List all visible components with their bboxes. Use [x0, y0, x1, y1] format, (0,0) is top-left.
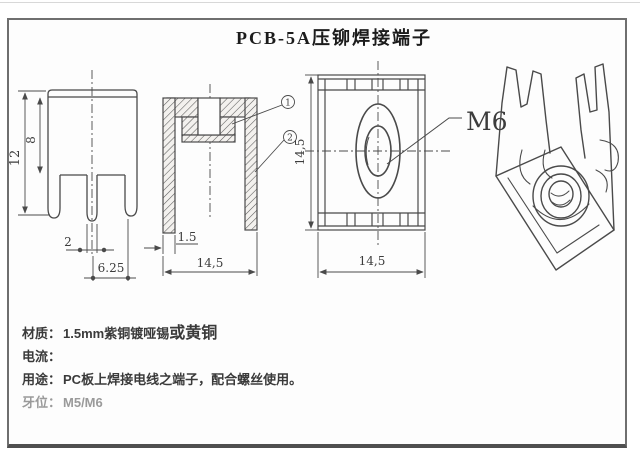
spec-current-row: 电流： [22, 349, 442, 365]
section-thread-hole [197, 97, 221, 136]
spec-text-block: 材质：1.5mm紫铜镀哑锡或黄铜 电流： 用途：PC板上焊接电线之端子，配合螺丝… [22, 326, 442, 418]
front-dim-pin-width [66, 224, 114, 253]
spec-thread-value: M5/M6 [63, 395, 103, 410]
front-left-pin [47, 175, 61, 219]
section-nut-left [181, 116, 199, 136]
spec-usage-row: 用途：PC板上焊接电线之端子，配合螺丝使用。 [22, 372, 442, 388]
spec-material-label: 材质： [22, 326, 62, 341]
callout-1-number: 1 [285, 99, 291, 109]
section-dim-thickness [144, 235, 198, 254]
top-dim-width [317, 232, 426, 278]
perspective-base [495, 146, 615, 271]
top-view-body [317, 74, 426, 231]
page-top-rule [0, 2, 640, 3]
spec-material-value-large: 或黄铜 [169, 325, 218, 342]
spec-material-row: 材质：1.5mm紫铜镀哑锡或黄铜 [22, 326, 442, 342]
front-center-pin [86, 175, 98, 222]
callout-2-number: 2 [287, 134, 293, 144]
perspective-view-drawing [495, 63, 619, 271]
front-dim-pin-pitch-label: 6.25 [98, 261, 125, 275]
section-left-wall [162, 97, 176, 234]
front-view-drawing [18, 70, 138, 281]
perspective-right-prongs [575, 63, 615, 231]
top-view-pin-ticks [346, 79, 409, 226]
front-body-outline [47, 89, 138, 175]
page-title: PCB-5A压铆焊接端子 [236, 28, 432, 48]
spec-thread-label: 牙位： [22, 395, 62, 410]
front-dim-body-label: 8 [24, 136, 38, 144]
front-dim-total-label: 12 [8, 150, 23, 167]
section-nut-bottom [181, 134, 236, 143]
section-callouts [231, 95, 297, 173]
callout-2-bubble [283, 130, 297, 144]
section-dim-width [162, 232, 258, 276]
top-view-hole-outer [355, 103, 401, 199]
front-dim-pin-width-label: 2 [64, 235, 72, 249]
top-view-drawing [305, 61, 462, 278]
top-view-hole-inner [364, 125, 392, 177]
section-view-drawing [144, 84, 297, 276]
spec-current-label: 电流： [22, 349, 62, 364]
spec-usage-label: 用途： [22, 372, 62, 387]
top-view-thread-arc [365, 136, 370, 166]
spec-material-value: 1.5mm紫铜镀哑锡 [63, 326, 170, 341]
section-dim-width-label: 14,5 [197, 256, 224, 270]
top-dim-height-label: 14,5 [293, 139, 307, 166]
perspective-left-prongs [495, 66, 551, 177]
spec-usage-value: PC板上焊接电线之端子，配合螺丝使用。 [63, 372, 303, 387]
section-dim-thickness-label: 1.5 [177, 230, 196, 244]
front-right-pin [124, 175, 138, 217]
section-nut-right [219, 116, 236, 136]
thread-leader-line [386, 117, 462, 165]
callout-1-bubble [281, 95, 295, 109]
top-dim-height [305, 74, 318, 231]
front-dim-total [18, 90, 50, 216]
section-right-wall [244, 97, 258, 231]
front-dim-pin-pitch [84, 219, 136, 281]
perspective-thread-hole [548, 180, 574, 208]
perspective-boss-outer [532, 165, 590, 227]
spec-thread-row: 牙位：M5/M6 [22, 395, 442, 411]
top-dim-width-label: 14,5 [359, 254, 386, 268]
